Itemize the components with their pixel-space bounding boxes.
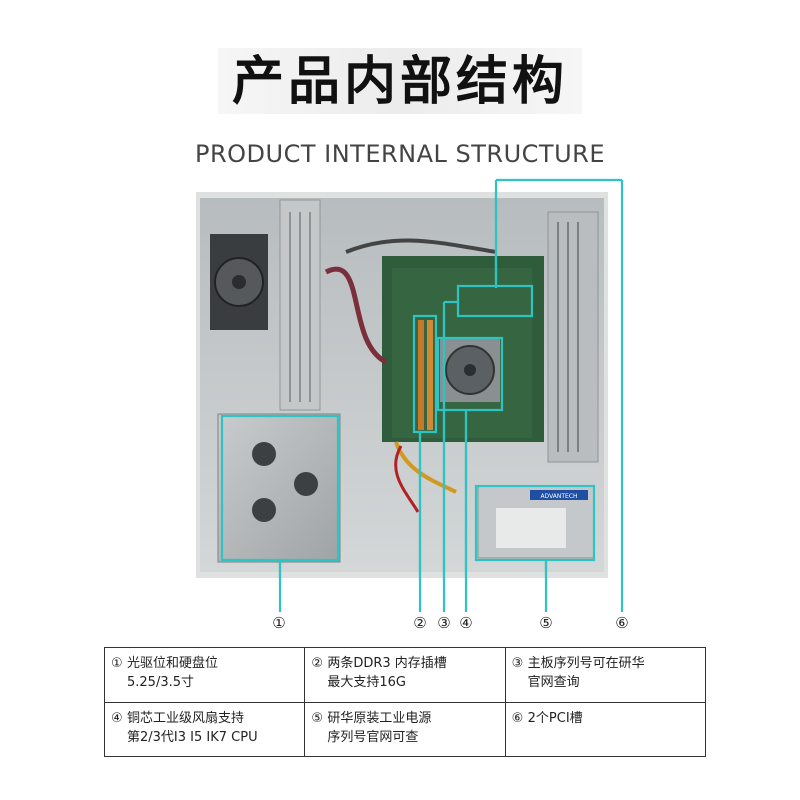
spec-table: ① 光驱位和硬盘位 5.25/3.5寸 ② 两条DDR3 内存插槽 最大支持16… <box>103 647 707 757</box>
spec-text: 光驱位和硬盘位 <box>127 656 219 671</box>
spec-text: 铜芯工业级风扇支持 <box>127 710 245 726</box>
marker-3: ③ <box>437 614 451 632</box>
spec-marker: ② <box>311 656 323 671</box>
spec-text: 第2/3代I3 I5 IK7 CPU <box>127 729 258 745</box>
chassis-interior-photo: ADVANTECH <box>196 192 608 578</box>
spec-cell: ⑥ 2个PCI槽 <box>504 701 707 757</box>
power-supply: ADVANTECH <box>477 485 595 559</box>
marker-4: ④ <box>459 614 473 632</box>
page-subtitle: PRODUCT INTERNAL STRUCTURE <box>195 140 605 168</box>
spec-marker: ⑥ <box>511 710 524 726</box>
spec-cell: ① 光驱位和硬盘位 5.25/3.5寸 <box>103 647 306 703</box>
spec-marker: ④ <box>111 710 123 726</box>
ram-slots <box>418 320 433 430</box>
spec-text: 5.25/3.5寸 <box>127 675 194 690</box>
spec-cell: ③ 主板序列号可在研华 官网查询 <box>504 647 707 703</box>
spec-text: 官网查询 <box>527 675 580 690</box>
spec-text: 研华原装工业电源 <box>327 710 432 726</box>
spec-marker: ⑤ <box>311 710 323 726</box>
spec-text: 两条DDR3 内存插槽 <box>327 656 447 671</box>
spec-cell: ⑤ 研华原装工业电源 序列号官网可查 <box>304 701 506 757</box>
spec-text: 最大支持16G <box>327 675 406 690</box>
spec-marker: ③ <box>511 656 524 671</box>
spec-cell: ④ 铜芯工业级风扇支持 第2/3代I3 I5 IK7 CPU <box>103 701 306 757</box>
marker-1: ① <box>272 614 286 632</box>
case-fan <box>210 234 268 330</box>
spec-cell: ② 两条DDR3 内存插槽 最大支持16G <box>304 647 506 703</box>
spec-marker: ① <box>111 656 123 671</box>
table-row: ① 光驱位和硬盘位 5.25/3.5寸 ② 两条DDR3 内存插槽 最大支持16… <box>103 647 707 703</box>
title-background <box>218 48 582 114</box>
cpu-cooler <box>440 338 500 402</box>
marker-5: ⑤ <box>539 614 553 632</box>
spec-text: 序列号官网可查 <box>327 729 419 745</box>
page-title: 产品内部结构 <box>231 52 568 112</box>
psu-brand-label: ADVANTECH <box>540 493 577 500</box>
marker-2: ② <box>413 614 427 632</box>
spec-text: 主板序列号可在研华 <box>527 656 645 671</box>
table-row: ④ 铜芯工业级风扇支持 第2/3代I3 I5 IK7 CPU ⑤ 研华原装工业电… <box>103 701 707 757</box>
spec-text: 2个PCI槽 <box>527 710 583 726</box>
marker-6: ⑥ <box>615 614 629 632</box>
drive-cage <box>217 413 341 563</box>
